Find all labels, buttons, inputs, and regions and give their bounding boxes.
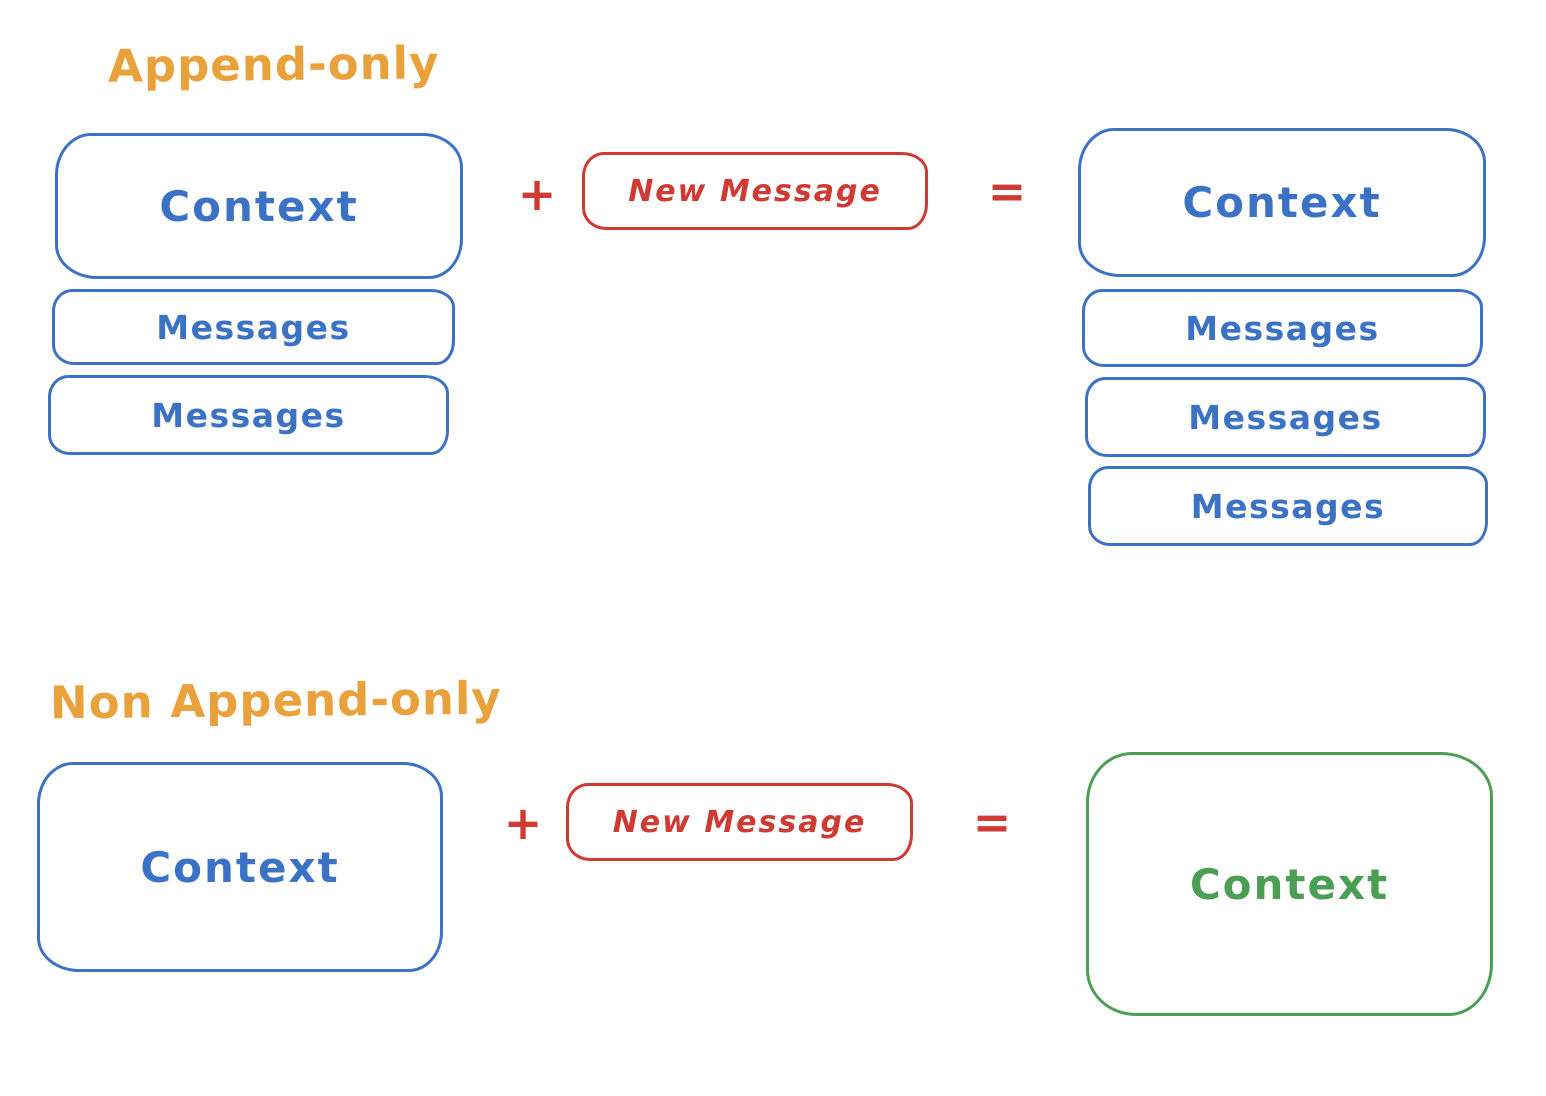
new-message-box: New Message xyxy=(582,152,928,230)
context-label: Context xyxy=(159,181,359,231)
new-message-box: New Message xyxy=(566,783,913,861)
context-box-append-result: Context xyxy=(1078,128,1486,277)
context-label: Context xyxy=(140,842,340,892)
equals-operator: = xyxy=(987,164,1027,218)
section-title-append-only: Append-only xyxy=(107,36,440,93)
messages-label: Messages xyxy=(151,395,346,435)
messages-label: Messages xyxy=(156,307,351,347)
section-title-non-append-only: Non Append-only xyxy=(49,671,502,730)
plus-operator: + xyxy=(517,167,557,221)
messages-box: Messages xyxy=(48,375,449,455)
messages-label: Messages xyxy=(1190,486,1386,526)
equals-operator: = xyxy=(972,795,1012,849)
messages-label: Messages xyxy=(1185,308,1380,348)
context-box-nonappend-input: Context xyxy=(37,762,443,972)
new-message-label: New Message xyxy=(628,173,882,209)
messages-box: Messages xyxy=(1085,377,1486,457)
messages-box: Messages xyxy=(1082,289,1483,367)
plus-operator: + xyxy=(503,796,543,850)
messages-box: Messages xyxy=(52,289,455,365)
new-message-label: New Message xyxy=(612,804,867,840)
messages-label: Messages xyxy=(1188,397,1383,437)
context-label: Context xyxy=(1189,859,1390,909)
context-box-append-input: Context xyxy=(55,133,463,279)
context-label: Context xyxy=(1182,178,1382,227)
messages-box: Messages xyxy=(1088,466,1488,546)
context-box-nonappend-result: Context xyxy=(1086,752,1493,1016)
